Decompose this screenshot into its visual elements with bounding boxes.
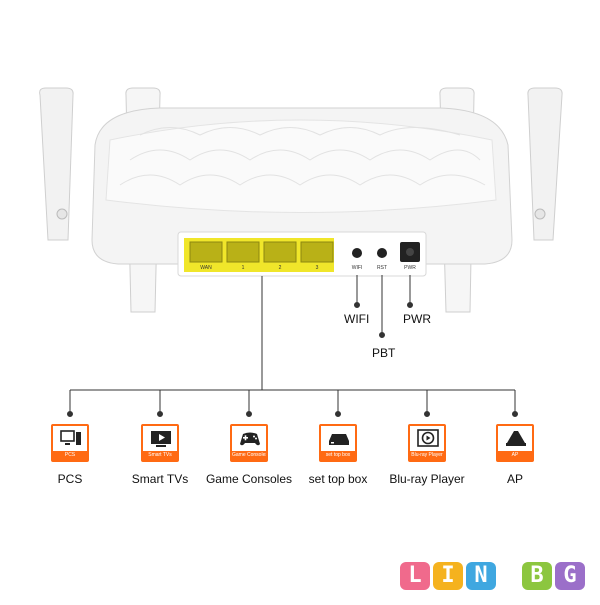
device-tile: set top box — [319, 424, 357, 462]
ethernet-port-1[interactable] — [226, 241, 260, 263]
ethernet-ports — [189, 241, 334, 263]
logo-letter-l: L — [400, 562, 430, 590]
reset-button[interactable] — [377, 248, 387, 258]
access-point-icon — [506, 431, 526, 446]
router-top-quilted — [105, 119, 497, 213]
desktop-pc-icon — [60, 430, 81, 445]
device-label: AP — [506, 472, 523, 486]
ethernet-port-2[interactable] — [263, 241, 297, 263]
button-label-pwr: PWR — [404, 265, 416, 271]
device-tag: Smart TVs — [143, 451, 177, 460]
logo-letter-i: I — [433, 562, 463, 590]
quilted-pattern — [119, 127, 486, 186]
device-label: Game Consoles — [205, 472, 293, 486]
device-tile: AP — [496, 424, 534, 462]
device-tag: Game Consoles — [232, 451, 266, 460]
device-tile: Blu-ray Player — [408, 424, 446, 462]
device-tile: PCS — [51, 424, 89, 462]
logo-letter-b: B — [522, 562, 552, 590]
logo-letter-n: N — [466, 562, 496, 590]
callout-pbt: PBT — [372, 346, 396, 360]
callout-pwr: PWR — [403, 312, 431, 326]
device-label: Blu-ray Player — [389, 472, 465, 486]
device-label: PCS — [57, 472, 83, 486]
button-label-rst: RST — [377, 265, 387, 271]
antenna-hinge-right — [534, 208, 546, 220]
device-tag: PCS — [53, 451, 87, 460]
wifi-button[interactable] — [352, 248, 362, 258]
antenna-hinge-left — [56, 208, 68, 220]
set-top-box-icon — [329, 434, 349, 445]
router-body — [91, 107, 513, 277]
port-label-3: 3 — [315, 265, 319, 271]
device-tag: Blu-ray Player — [410, 451, 444, 460]
device-tag: set top box — [321, 451, 355, 460]
ethernet-port-3[interactable] — [300, 241, 334, 263]
port-label-2: 2 — [278, 265, 282, 271]
play-button-icon — [417, 429, 439, 447]
port-label-1: 1 — [241, 265, 245, 271]
antenna-left-outer — [39, 87, 74, 241]
device-label: Smart TVs — [131, 472, 189, 486]
device-tile: Game Consoles — [230, 424, 268, 462]
gamepad-icon — [240, 432, 260, 446]
ethernet-port-wan[interactable] — [189, 241, 223, 263]
button-label-wifi: WIFI — [351, 265, 363, 271]
port-label-wan: WAN — [200, 265, 212, 271]
device-tag: AP — [498, 451, 532, 460]
device-tile: Smart TVs — [141, 424, 179, 462]
logo-letter-g: G — [555, 562, 585, 590]
antenna-right-outer — [527, 87, 563, 241]
device-label: set top box — [308, 472, 368, 486]
callout-wifi: WIFI — [344, 312, 370, 326]
callout-lines — [67, 275, 518, 417]
smart-tv-icon — [151, 431, 171, 447]
